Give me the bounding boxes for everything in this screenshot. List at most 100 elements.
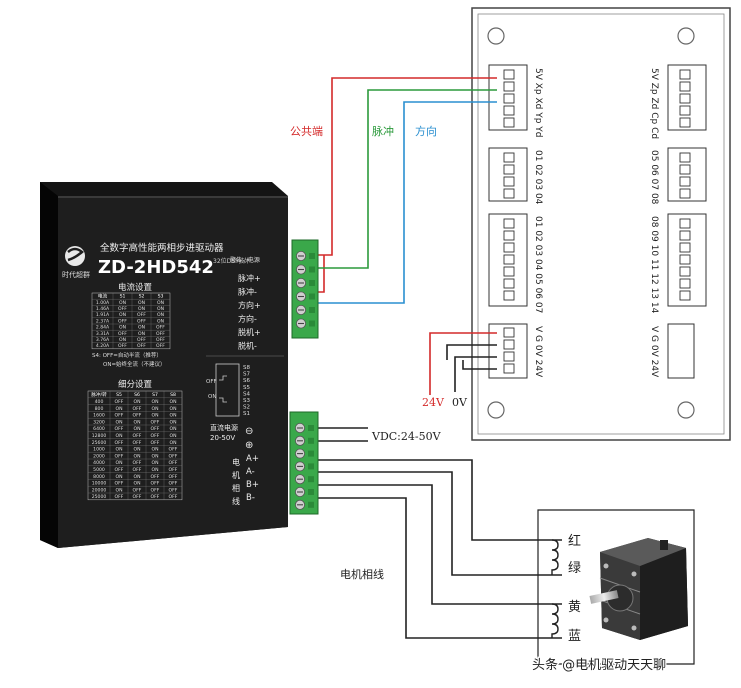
pin-slot: [679, 105, 691, 116]
motor-terminal-label: A+: [246, 454, 259, 464]
current-table-cell: 4.20A: [96, 343, 110, 349]
motor-phase-char: 电: [232, 457, 240, 467]
coil-color-yellow: 黄: [568, 600, 581, 615]
current-table-cell: ON: [138, 331, 145, 337]
current-table-cell: OFF: [156, 331, 165, 337]
microstep-table-cell: 800: [95, 406, 104, 412]
pin-slot: [503, 218, 515, 229]
microstep-table-cell: ON: [169, 433, 176, 439]
microstep-table-cell: ON: [169, 426, 176, 432]
pin-slot: [679, 152, 691, 163]
mount-hole-icon: [487, 27, 505, 45]
pin-label-top-right: 5V Zp Zd Cp Cd: [649, 68, 659, 139]
v24-label: 24V: [422, 396, 445, 409]
connector-top-left: 5V Xp Xd Yp Yd: [488, 64, 543, 138]
microstep-table-cell: OFF: [115, 440, 124, 446]
signal-terminal-label: 方向-: [238, 314, 257, 324]
pin-slot: [679, 290, 691, 301]
microstep-table-cell: ON: [133, 399, 140, 405]
pin-slot: [503, 266, 515, 277]
microstep-table-cell: OFF: [169, 487, 178, 493]
power-0v-wire-3: [462, 360, 497, 370]
microstep-table-cell: OFF: [169, 494, 178, 500]
coil-b-icon: [551, 603, 559, 638]
coil-color-red: 红: [568, 533, 581, 549]
pin-label-mid1-left: 01 02 03 04: [533, 150, 543, 205]
controller-inner: [477, 13, 725, 435]
mount-hole-icon: [487, 401, 505, 419]
pin-slot: [503, 117, 515, 128]
coil-color-blue: 蓝: [568, 629, 581, 644]
current-table-cell: OFF: [118, 343, 127, 349]
signal-terminal-block: [291, 239, 319, 339]
microstep-table-cell: OFF: [133, 406, 142, 412]
microstep-table-cell: 3200: [93, 419, 105, 425]
pin-label-mid2-right: 08 09 10 11 12 13 14: [649, 216, 659, 314]
current-table-header: S2: [139, 294, 145, 300]
current-table-cell: ON: [119, 337, 126, 343]
connector-top-right: 5V Zp Zd Cp Cd: [649, 64, 707, 139]
connector-bottom-right: V G 0V 24V: [649, 323, 695, 379]
microstep-table-cell: OFF: [115, 399, 124, 405]
current-table-cell: 2.37A: [96, 318, 110, 324]
pin-slot: [503, 69, 515, 80]
pin-slot: [679, 254, 691, 265]
v0-label: 0V: [452, 396, 468, 409]
microstep-table-cell: OFF: [133, 440, 142, 446]
power-0v-wire-2: [454, 356, 497, 392]
microstep-table-cell: 1000: [93, 447, 105, 453]
signal-terminal-label: 脱机-: [238, 341, 257, 351]
dip-on-label: ON: [208, 394, 216, 400]
microstep-table-cell: ON: [169, 399, 176, 405]
alarm-power-label: 警告 / 电源: [230, 256, 260, 264]
microstep-table-cell: 25600: [92, 440, 107, 446]
connector-mid1-right: 05 06 07 08: [649, 147, 707, 205]
pin-slot: [503, 188, 515, 199]
microstep-table-cell: OFF: [169, 474, 178, 480]
current-table-cell: OFF: [118, 306, 127, 312]
microstep-table-header: S6: [134, 392, 140, 398]
microstep-table-header: S7: [152, 392, 158, 398]
current-table-cell: 1.00A: [96, 300, 110, 306]
microstep-table-cell: OFF: [169, 460, 178, 466]
direction-label: 方向: [415, 124, 437, 138]
stepper-motor-icon: [589, 538, 688, 640]
connector-bottom-left: V G 0V 24V: [488, 323, 543, 379]
current-table-cell: ON: [157, 306, 164, 312]
microstep-table-cell: ON: [169, 413, 176, 419]
pin-label-mid2-left: 01 02 03 04 05 06 07: [533, 216, 543, 313]
microstep-table-cell: OFF: [169, 481, 178, 487]
pin-slot: [503, 278, 515, 289]
pin-label-mid1-right: 05 06 07 08: [649, 150, 659, 205]
microstep-table-cell: ON: [115, 433, 122, 439]
motor-terminal-label: B-: [246, 493, 255, 503]
motor-phase-char: 相: [232, 483, 240, 493]
microstep-table-cell: OFF: [115, 453, 124, 459]
current-table-title: 电流设置: [118, 282, 153, 293]
pin-label-bottom-right: V G 0V 24V: [649, 326, 659, 378]
microstep-table-header: 脉冲/转: [91, 391, 107, 398]
current-table-header: S1: [120, 294, 126, 300]
pin-slot: [503, 363, 515, 374]
microstep-table-cell: OFF: [115, 481, 124, 487]
pin-slot: [503, 176, 515, 187]
current-table-cell: ON: [119, 325, 126, 331]
pin-slot: [679, 117, 691, 128]
current-table-cell: 1.46A: [96, 306, 110, 312]
minus-sign-icon: ⊖: [245, 426, 253, 437]
pin-slot: [679, 278, 691, 289]
microstep-table-cell: 5000: [93, 467, 105, 473]
coil-a-icon: [551, 539, 559, 575]
microstep-table-cell: OFF: [133, 413, 142, 419]
microstep-table-cell: OFF: [133, 460, 142, 466]
microstep-table-cell: ON: [133, 419, 140, 425]
current-table-cell: OFF: [118, 318, 127, 324]
microstep-table-title: 细分设置: [118, 379, 153, 390]
motor-phase-char: 线: [232, 496, 240, 506]
microstep-table-cell: ON: [115, 419, 122, 425]
pin-slot: [679, 218, 691, 229]
